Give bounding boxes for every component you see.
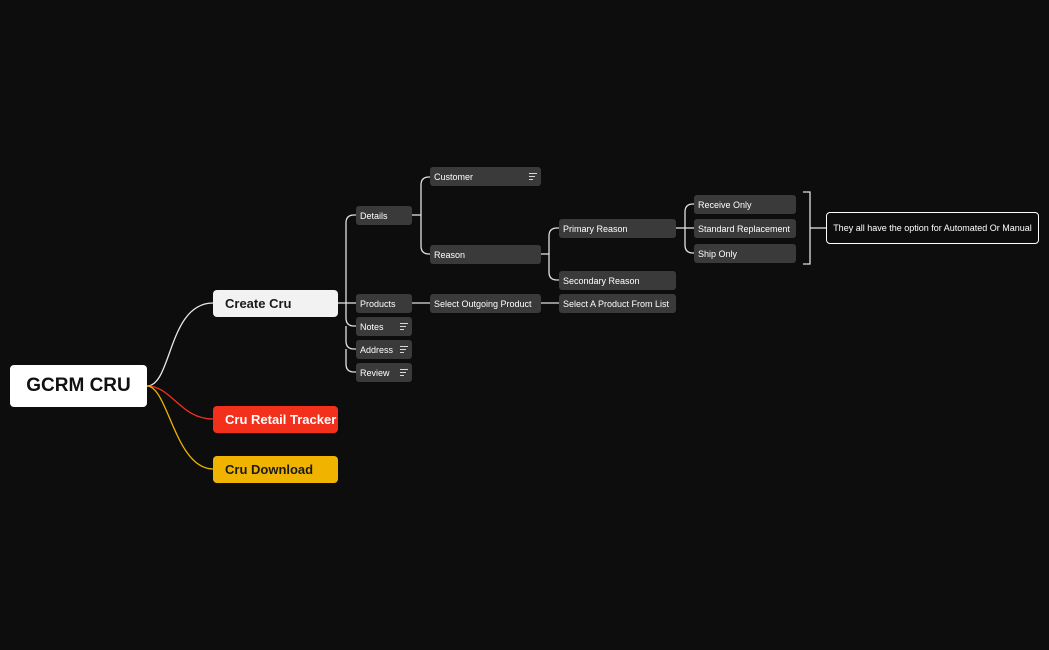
summary-text: They all have the option for Automated O…: [833, 223, 1032, 233]
reason-label: Reason: [434, 249, 466, 260]
link-root-tracker: [146, 385, 214, 420]
link-primary-ship: [684, 228, 694, 254]
receive-only-node[interactable]: Receive Only: [694, 195, 796, 214]
link-details-customer: [420, 176, 430, 215]
notes-node[interactable]: Notes: [356, 317, 412, 336]
summary-node[interactable]: They all have the option for Automated O…: [826, 212, 1039, 244]
ship-only-label: Ship Only: [698, 248, 738, 259]
link-reason-secondary: [548, 254, 559, 281]
summary-bracket: [803, 191, 811, 265]
link-primary-receive: [684, 203, 694, 228]
link-root-create: [146, 302, 214, 387]
notes-icon[interactable]: [400, 346, 408, 353]
address-label: Address: [360, 344, 394, 355]
root-node[interactable]: GCRM CRU: [10, 365, 147, 407]
link-create-address: [345, 326, 356, 350]
details-label: Details: [360, 210, 388, 221]
customer-label: Customer: [434, 171, 474, 182]
customer-node[interactable]: Customer: [430, 167, 541, 186]
secondary-reason-node[interactable]: Secondary Reason: [559, 271, 676, 290]
primary-reason-node[interactable]: Primary Reason: [559, 219, 676, 238]
cru-download-node[interactable]: Cru Download: [213, 456, 338, 483]
select-outgoing-product-label: Select Outgoing Product: [434, 298, 532, 309]
review-label: Review: [360, 367, 390, 378]
link-create-details: [345, 214, 356, 303]
link-root-download: [146, 385, 214, 470]
select-product-from-list-node[interactable]: Select A Product From List: [559, 294, 676, 313]
notes-icon[interactable]: [400, 323, 408, 330]
link-create-review: [345, 349, 356, 373]
standard-replacement-label: Standard Replacement: [698, 223, 791, 234]
ship-only-node[interactable]: Ship Only: [694, 244, 796, 263]
select-product-from-list-label: Select A Product From List: [563, 298, 670, 309]
select-outgoing-product-node[interactable]: Select Outgoing Product: [430, 294, 541, 313]
products-node[interactable]: Products: [356, 294, 412, 313]
primary-reason-label: Primary Reason: [563, 223, 628, 234]
link-details-reason: [420, 215, 430, 255]
notes-label: Notes: [360, 321, 384, 332]
standard-replacement-node[interactable]: Standard Replacement: [694, 219, 796, 238]
address-node[interactable]: Address: [356, 340, 412, 359]
reason-node[interactable]: Reason: [430, 245, 541, 264]
create-cru-node[interactable]: Create Cru: [213, 290, 338, 317]
receive-only-label: Receive Only: [698, 199, 752, 210]
products-label: Products: [360, 298, 396, 309]
details-node[interactable]: Details: [356, 206, 412, 225]
cru-retail-tracker-node[interactable]: Cru Retail Tracker: [213, 406, 338, 433]
notes-icon[interactable]: [529, 173, 537, 180]
link-create-notes: [345, 303, 356, 327]
link-reason-primary: [548, 227, 559, 254]
notes-icon[interactable]: [400, 369, 408, 376]
review-node[interactable]: Review: [356, 363, 412, 382]
secondary-reason-label: Secondary Reason: [563, 275, 640, 286]
